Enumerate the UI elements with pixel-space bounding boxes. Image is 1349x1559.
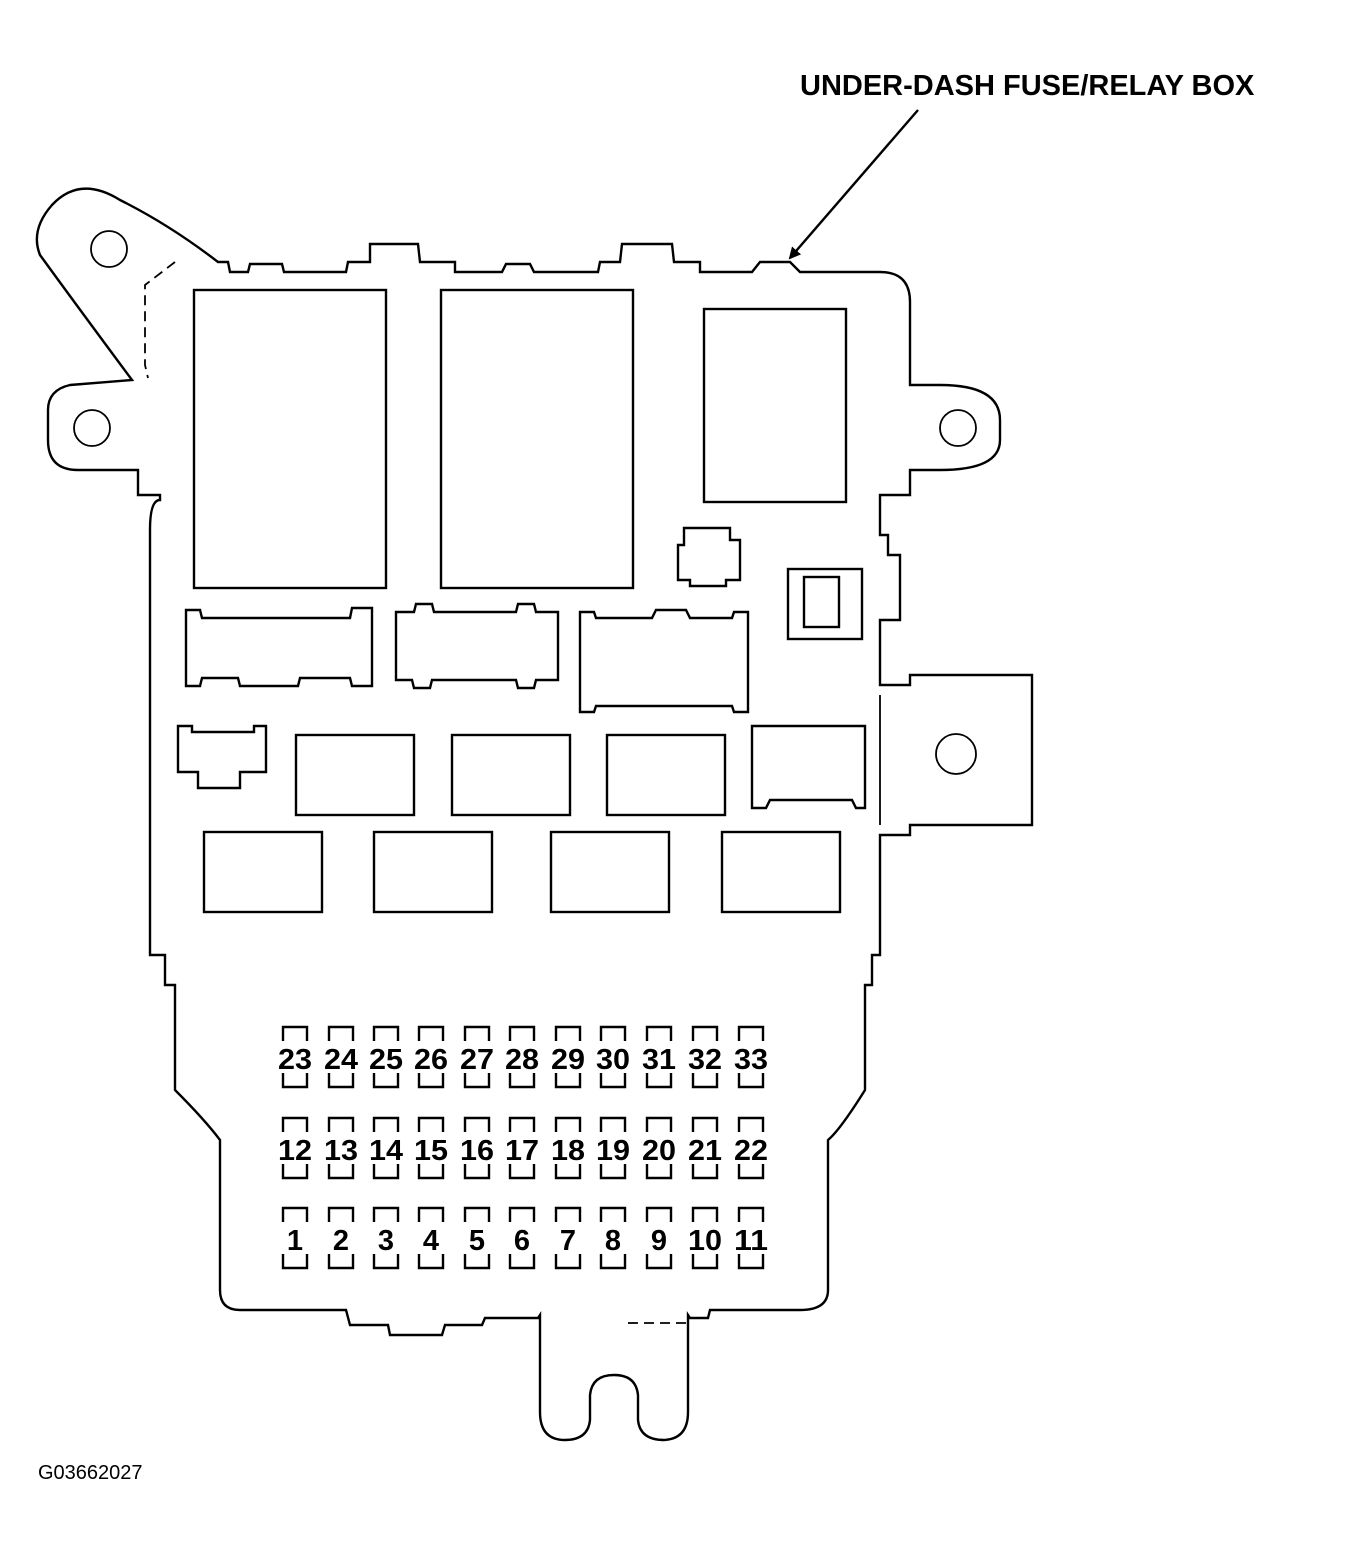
fuse-number-4: 4 [423,1225,439,1257]
fuse-slot-32 [691,1025,719,1089]
fuse-slot-23 [281,1025,309,1089]
fuse-number-21: 21 [688,1135,722,1167]
fuse-number-14: 14 [369,1135,403,1167]
mounting-hole-right [939,409,977,447]
relay-mid-4 [750,724,867,810]
fuse-slot-6 [508,1206,536,1270]
fuse-number-28: 28 [505,1044,539,1076]
small-connector [676,526,742,588]
relay-low-3 [549,830,671,914]
fuse-slot-22 [737,1116,765,1180]
fuse-slot-14 [372,1116,400,1180]
fuse-number-25: 25 [369,1044,403,1076]
fuse-slot-18 [554,1116,582,1180]
fuse-slot-27 [463,1025,491,1089]
fuse-slot-2 [327,1206,355,1270]
fuse-slot-10 [691,1206,719,1270]
fuse-number-5: 5 [469,1225,485,1257]
fuse-slot-17 [508,1116,536,1180]
fuse-number-33: 33 [734,1044,768,1076]
fuse-slot-25 [372,1025,400,1089]
fuse-slot-5 [463,1206,491,1270]
mounting-hole-top-left [90,230,128,268]
fuse-number-1: 1 [287,1225,303,1257]
relay-low-2 [372,830,494,914]
fuse-slot-28 [508,1025,536,1089]
callout-label: UNDER-DASH FUSE/RELAY BOX [800,70,1255,102]
mounting-hole-tab [935,733,977,775]
fuse-number-29: 29 [551,1044,585,1076]
relay-mid-2 [450,733,572,817]
fuse-number-3: 3 [378,1225,394,1257]
fuse-number-19: 19 [596,1135,630,1167]
fuse-slot-4 [417,1206,445,1270]
fuse-number-22: 22 [734,1135,768,1167]
housing-inner-hint [144,261,176,379]
fuse-number-31: 31 [642,1044,676,1076]
fuse-slot-31 [645,1025,673,1089]
fuse-number-10: 10 [688,1225,722,1257]
relay-small-connector [176,724,268,790]
fuse-number-32: 32 [688,1044,722,1076]
fuse-number-2: 2 [333,1225,349,1257]
fuse-slot-21 [691,1116,719,1180]
fuse-number-27: 27 [460,1044,494,1076]
callout-arrow [788,109,919,260]
connector-3 [578,608,750,714]
connector-1 [184,606,374,688]
fuse-slot-16 [463,1116,491,1180]
square-socket-outer [786,567,864,641]
mounting-hole-left [73,409,111,447]
fuse-slot-24 [327,1025,355,1089]
relay-large-3 [702,307,848,504]
fuse-slot-26 [417,1025,445,1089]
fuse-slot-33 [737,1025,765,1089]
figure-id: G03662027 [38,1462,143,1484]
fuse-slot-19 [599,1116,627,1180]
fuse-slot-20 [645,1116,673,1180]
fuse-number-8: 8 [605,1225,621,1257]
fuse-number-17: 17 [505,1135,539,1167]
fuse-slot-3 [372,1206,400,1270]
fuse-number-30: 30 [596,1044,630,1076]
fuse-number-26: 26 [414,1044,448,1076]
fuse-slot-8 [599,1206,627,1270]
fuse-slot-1 [281,1206,309,1270]
relay-large-1 [192,288,388,590]
fuse-number-18: 18 [551,1135,585,1167]
relay-low-1 [202,830,324,914]
fuse-number-24: 24 [324,1044,358,1076]
fuse-slot-11 [737,1206,765,1270]
relay-mid-3 [605,733,727,817]
fuse-slot-30 [599,1025,627,1089]
fuse-number-13: 13 [324,1135,358,1167]
fuse-number-7: 7 [560,1225,576,1257]
fuse-number-6: 6 [514,1225,530,1257]
fuse-number-15: 15 [414,1135,448,1167]
fuse-number-23: 23 [278,1044,312,1076]
relay-low-4 [720,830,842,914]
connector-2 [394,602,560,690]
fuse-slot-13 [327,1116,355,1180]
fuse-number-20: 20 [642,1135,676,1167]
fuse-number-12: 12 [278,1135,312,1167]
housing-outline [35,187,1034,1442]
fuse-slot-15 [417,1116,445,1180]
fuse-number-9: 9 [651,1225,667,1257]
square-socket-inner [802,575,841,629]
fuse-number-11: 11 [734,1225,768,1257]
fuse-slot-9 [645,1206,673,1270]
fuse-slot-7 [554,1206,582,1270]
fuse-slot-29 [554,1025,582,1089]
relay-mid-1 [294,733,416,817]
fuse-number-16: 16 [460,1135,494,1167]
fuse-slot-12 [281,1116,309,1180]
relay-large-2 [439,288,635,590]
